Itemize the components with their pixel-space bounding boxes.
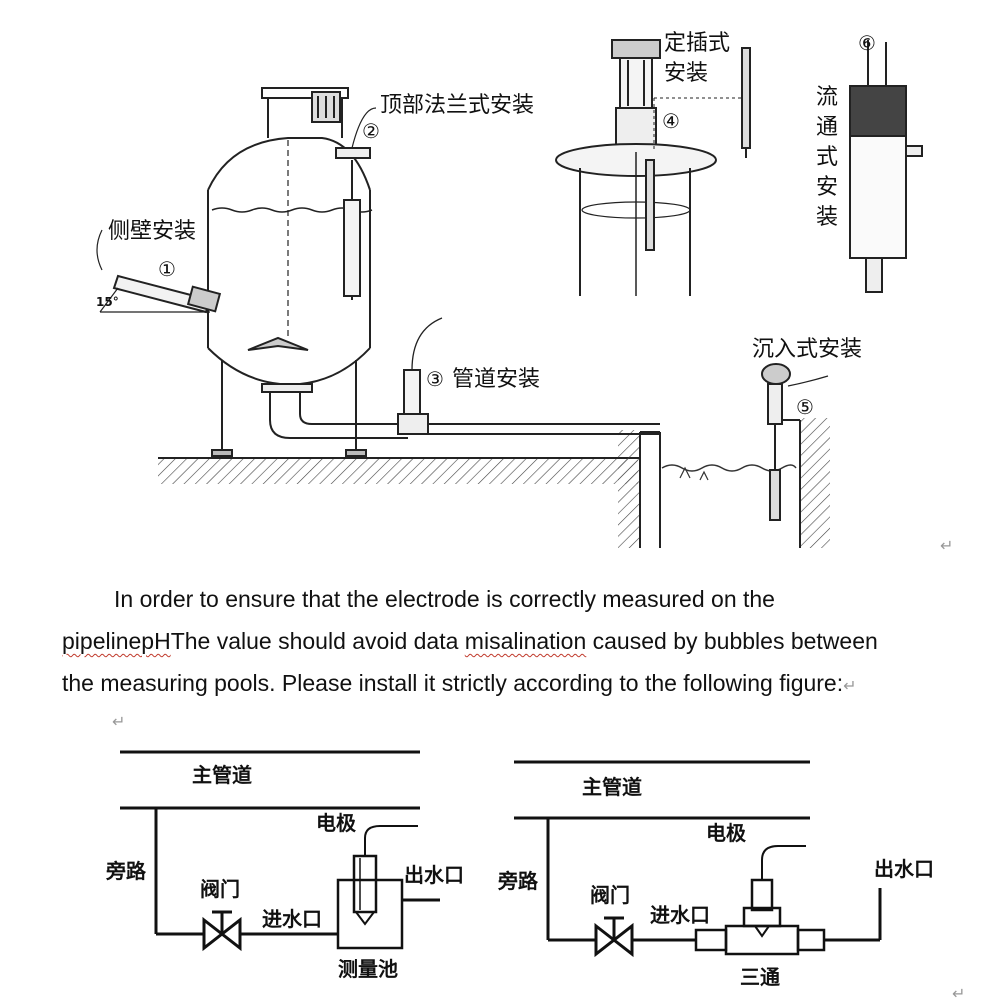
paragraph-line-1: In order to ensure that the electrode is…	[114, 586, 775, 612]
insertion-label-line2: 安装	[664, 61, 708, 86]
immersion-label: 沉入式安装	[752, 337, 862, 362]
insertion-install-drawing	[555, 39, 751, 296]
outlet-label-left: 出水口	[404, 863, 464, 887]
svg-text:流: 流	[816, 85, 838, 110]
immersion-install-drawing	[761, 363, 829, 521]
svg-text:安: 安	[816, 175, 838, 200]
paragraph-token-pipelineph: pipelinepH	[62, 628, 171, 654]
svg-text:装: 装	[816, 205, 838, 230]
bypass-label-left: 旁路	[105, 859, 147, 883]
main-pipe-label-left: 主管道	[192, 763, 252, 787]
svg-text:式: 式	[816, 145, 838, 170]
return-mark: ↵	[940, 536, 954, 555]
return-mark: ↵	[112, 712, 126, 731]
marker-3: ③	[426, 367, 444, 391]
return-mark: ↵	[843, 678, 857, 695]
return-mark: ↵	[952, 984, 966, 1003]
angle-label: 15°	[96, 295, 119, 309]
svg-text:通: 通	[816, 115, 838, 140]
electrode-label-right: 电极	[706, 821, 747, 845]
marker-5: ⑤	[796, 395, 814, 419]
bypass-diagram-tee	[514, 760, 882, 958]
top-flange-label: 顶部法兰式安装	[380, 93, 534, 118]
reactor-tank	[96, 87, 660, 457]
insertion-label-line1: 定插式	[664, 31, 730, 56]
installation-figure: 侧壁安装 ① 15° 顶部法兰式安装 ② 定插式 安装 ④ ⑥ 流 通 式 安 …	[96, 31, 923, 548]
bypass-label-right: 旁路	[497, 869, 539, 893]
paragraph-line-3: the measuring pools. Please install it s…	[62, 670, 844, 696]
flow-through-label: 流 通 式 安 装	[816, 85, 838, 230]
paragraph-line-2d: caused by bubbles between	[586, 628, 878, 654]
pool-label: 测量池	[338, 957, 398, 981]
inlet-label-left: 进水口	[262, 907, 322, 931]
marker-4: ④	[662, 109, 680, 133]
electrode-label-left: 电极	[316, 811, 357, 835]
paragraph-token-misalination: misalination	[464, 628, 587, 654]
marker-1: ①	[158, 257, 176, 281]
valve-label-left: 阀门	[200, 877, 240, 901]
flow-through-install-drawing	[849, 40, 923, 293]
bypass-diagram-pool	[120, 750, 440, 952]
marker-6: ⑥	[858, 31, 876, 55]
ground	[158, 418, 830, 548]
main-pipe-label-right: 主管道	[582, 775, 642, 799]
pipeline-label: 管道安装	[452, 367, 540, 392]
outlet-label-right: 出水口	[874, 857, 934, 881]
paragraph-line-2b: The value should avoid data	[170, 628, 465, 654]
instruction-paragraph: In order to ensure that the electrode is…	[62, 578, 982, 708]
inlet-label-right: 进水口	[650, 903, 710, 927]
valve-label-right: 阀门	[590, 883, 630, 907]
marker-2: ②	[362, 119, 380, 143]
tee-label: 三通	[740, 965, 780, 989]
side-wall-label: 侧壁安装	[108, 219, 196, 244]
